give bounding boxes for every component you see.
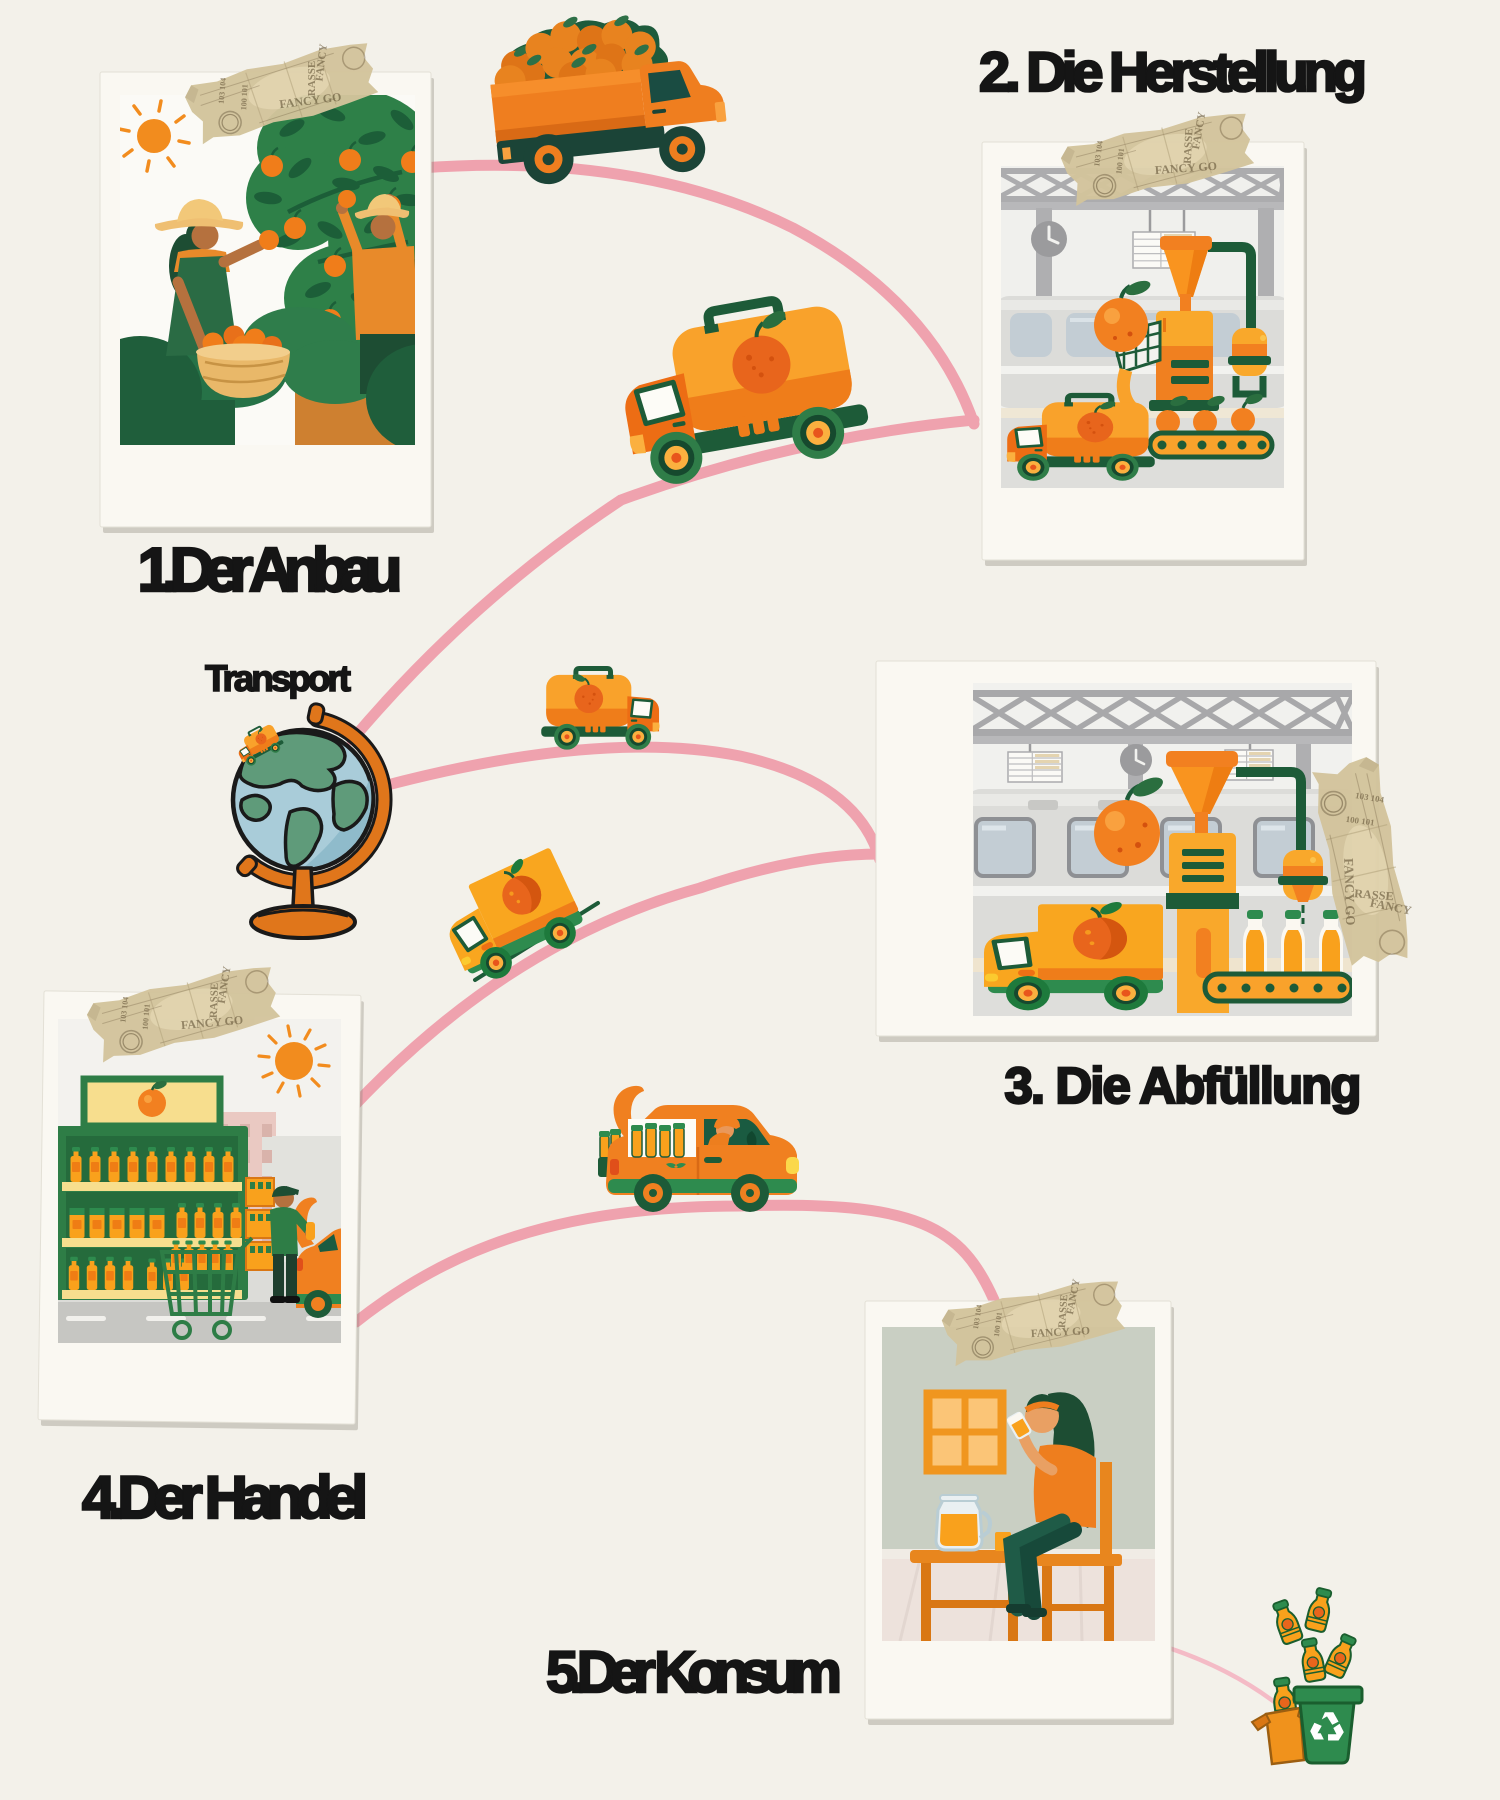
svg-text:1.Der Anbau: 1.Der Anbau (138, 536, 403, 605)
svg-text:2. Die Herstellung: 2. Die Herstellung (979, 40, 1367, 103)
svg-text:Transport: Transport (205, 658, 351, 699)
svg-text:3. Die Abfüllung: 3. Die Abfüllung (1005, 1057, 1362, 1114)
svg-text:4.Der Handel: 4.Der Handel (82, 1464, 368, 1531)
svg-text:5.Der Konsum: 5.Der Konsum (546, 1640, 842, 1705)
